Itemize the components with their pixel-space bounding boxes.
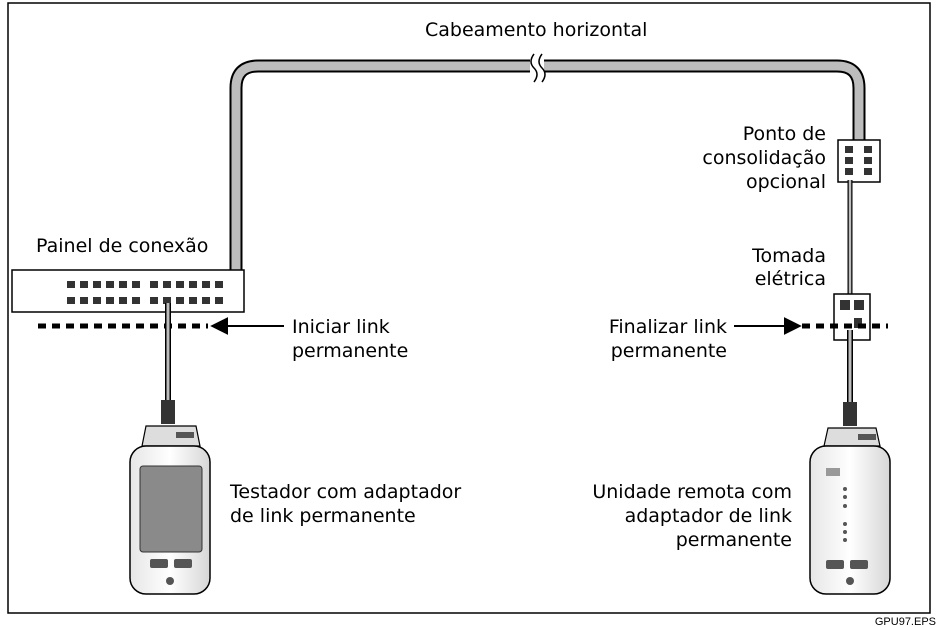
outlet-label-line2: elétrica <box>755 268 826 290</box>
link-start-label-line1: Iniciar link <box>292 316 390 338</box>
horizontal-cabling-label: Cabeamento horizontal <box>425 19 647 41</box>
patch-panel <box>11 269 245 313</box>
remote-label-line1: Unidade remota com <box>592 481 792 503</box>
tester-label-line2: de link permanente <box>230 505 416 527</box>
link-end-label-line2: permanente <box>611 340 727 362</box>
consolidation-point-label-line1: Ponto de <box>743 123 826 145</box>
remote-label-line3: permanente <box>676 529 792 551</box>
remote-device <box>809 402 891 595</box>
outlet-label-line1: Tomada <box>751 245 826 267</box>
consolidation-point-box <box>837 139 881 183</box>
horizontal-cable <box>229 59 866 272</box>
tester-label-line1: Testador com adaptador <box>229 481 461 503</box>
remote-label-line2: adaptador de link <box>625 505 792 527</box>
patch-panel-label: Painel de conexão <box>36 235 208 257</box>
tester-device <box>129 400 211 595</box>
consolidation-point-label-line2: consolidação <box>702 147 826 169</box>
link-start-label-line2: permanente <box>292 340 408 362</box>
figure-code: GPU97.EPS <box>875 616 936 627</box>
consolidation-point-label-line3: opcional <box>746 171 826 193</box>
cable-break-icon <box>530 53 546 83</box>
link-end-label-line1: Finalizar link <box>609 316 727 338</box>
figure-frame <box>7 2 931 614</box>
